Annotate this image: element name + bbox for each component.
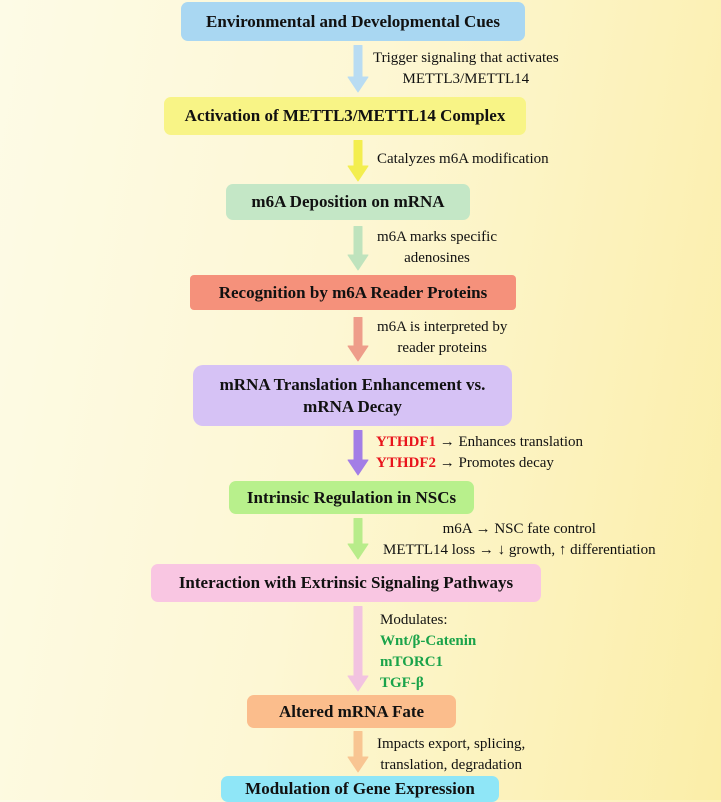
step-intrinsic-regulation: Intrinsic Regulation in NSCs	[229, 481, 474, 514]
note-line-ythdf2: YTHDF2 → Promotes decay	[376, 453, 583, 474]
note-line: Modulates:	[380, 612, 448, 628]
note-marks-adenosines: m6A marks specific adenosines	[377, 227, 497, 269]
step-translation-vs-decay: mRNA Translation Enhancement vs. mRNA De…	[193, 365, 512, 426]
down-arrow-icon	[347, 317, 369, 362]
note-line: m6A marks specific	[377, 229, 497, 245]
note-modulates: Modulates: Wnt/β-Catenin mTORC1 TGF-β	[380, 610, 476, 694]
note-line: adenosines	[404, 250, 470, 266]
step-reader-recognition: Recognition by m6A Reader Proteins	[190, 275, 516, 310]
step-m6a-deposition: m6A Deposition on mRNA	[226, 184, 470, 220]
pathway-mtorc1: mTORC1	[380, 654, 444, 670]
down-arrow-icon	[347, 731, 369, 773]
pathway-tgf-beta: TGF-β	[380, 675, 424, 691]
down-arrow-icon	[347, 226, 369, 271]
note-line-ythdf1: YTHDF1 → Enhances translation	[376, 432, 583, 453]
step-extrinsic-signaling: Interaction with Extrinsic Signaling Pat…	[151, 564, 541, 602]
step-altered-mrna-fate: Altered mRNA Fate	[247, 695, 456, 728]
note-line: translation, degradation	[380, 757, 522, 773]
down-arrow-icon	[347, 45, 369, 93]
note-interpreted: m6A is interpreted by reader proteins	[377, 317, 507, 359]
ythdf1-effect: → Enhances translation	[436, 434, 584, 450]
ythdf2-label: YTHDF2	[376, 455, 436, 471]
note-impacts: Impacts export, splicing, translation, d…	[377, 734, 525, 776]
note-trigger-signaling: Trigger signaling that activates METTL3/…	[373, 48, 559, 90]
pathway-wnt: Wnt/β-Catenin	[380, 633, 477, 649]
note-line: METTL3/METTL14	[402, 71, 530, 87]
note-reader-effects: YTHDF1 → Enhances translation YTHDF2 → P…	[376, 432, 583, 474]
note-line: Trigger signaling that activates	[373, 50, 559, 66]
note-line: Catalyzes m6A modification	[377, 151, 549, 167]
step-gene-expression-modulation: Modulation of Gene Expression	[221, 776, 499, 802]
ythdf2-effect: → Promotes decay	[436, 455, 554, 471]
note-catalyzes: Catalyzes m6A modification	[377, 149, 549, 170]
step-environmental-cues: Environmental and Developmental Cues	[181, 2, 525, 41]
note-line: reader proteins	[397, 340, 487, 356]
note-line: METTL14 loss → ↓ growth, ↑ differentiati…	[383, 542, 656, 558]
note-line: Impacts export, splicing,	[377, 736, 526, 752]
note-nsc-fate: m6A → NSC fate control METTL14 loss → ↓ …	[383, 519, 656, 561]
down-arrow-icon	[347, 430, 369, 476]
down-arrow-icon	[347, 140, 369, 182]
down-arrow-icon	[347, 518, 369, 560]
note-line: m6A is interpreted by	[377, 319, 508, 335]
step-mettl-activation: Activation of METTL3/METTL14 Complex	[164, 97, 526, 135]
ythdf1-label: YTHDF1	[376, 434, 436, 450]
down-arrow-icon	[347, 606, 369, 692]
note-line: m6A → NSC fate control	[442, 521, 596, 537]
